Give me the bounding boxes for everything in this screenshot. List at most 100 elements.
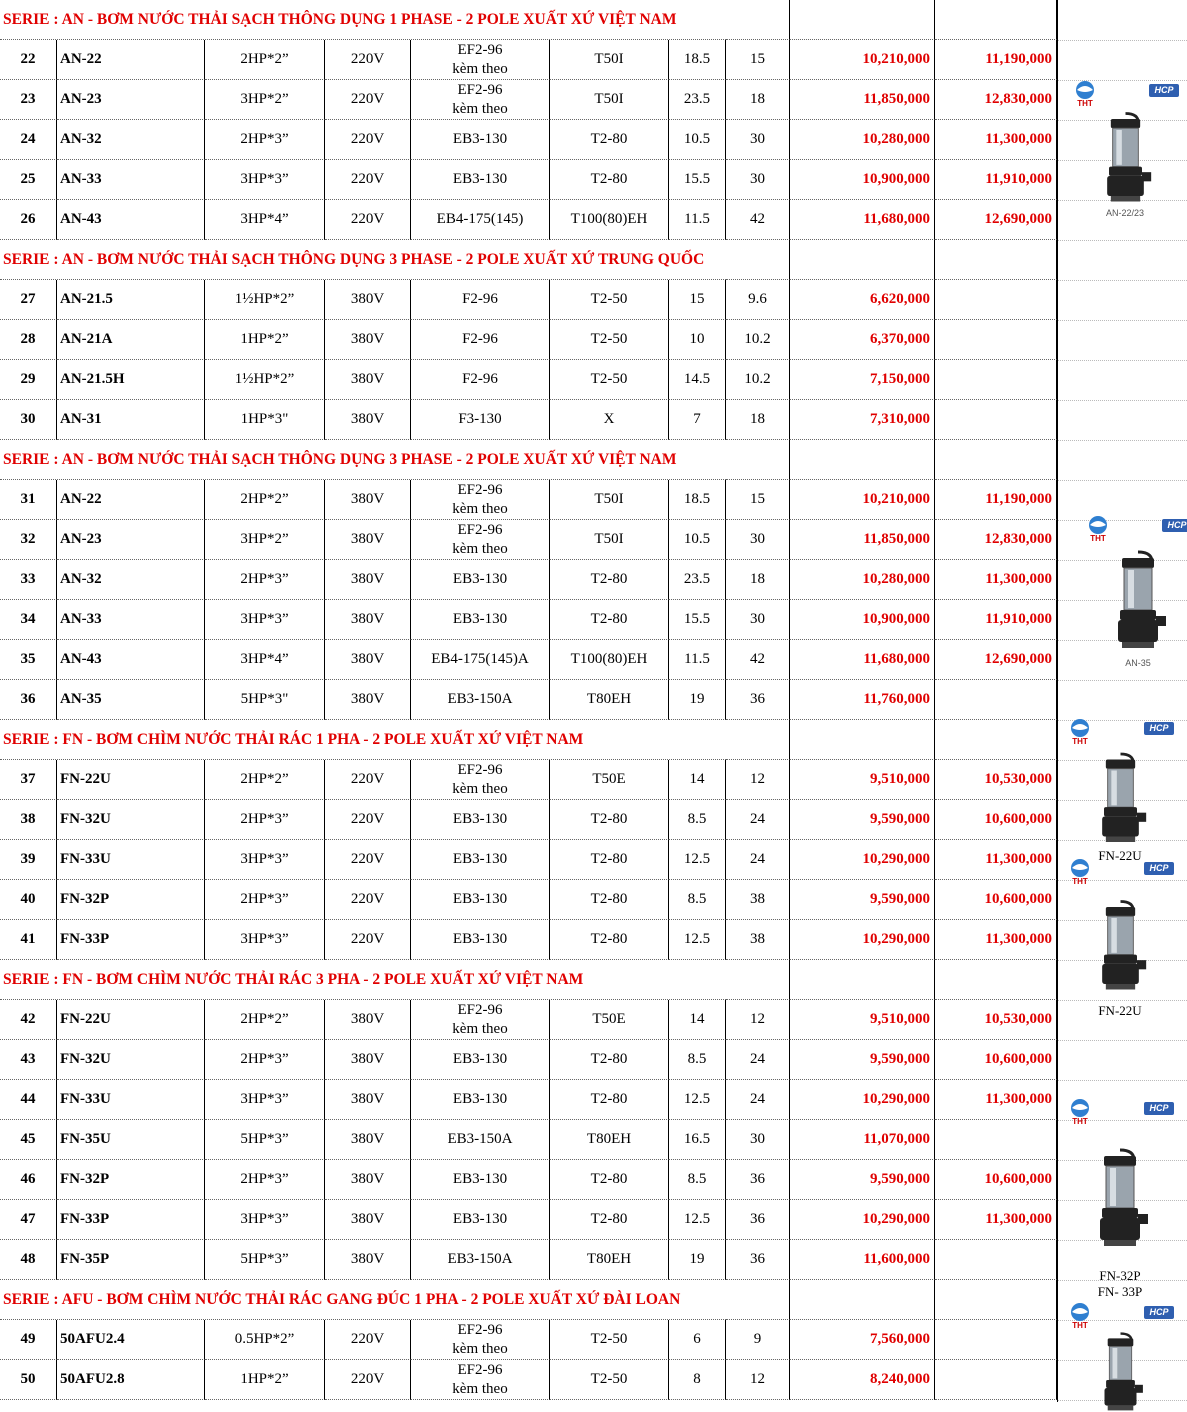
cell-model: AN-35	[57, 680, 205, 720]
cell-power: 2HP*2”	[205, 480, 325, 520]
cell-fitting: T2-80	[550, 880, 669, 920]
tht-logo-text: THT	[1072, 737, 1088, 746]
cell-head: 15.5	[669, 160, 726, 200]
cell-volt: 380V	[325, 400, 411, 440]
cell-no: 38	[0, 800, 57, 840]
cell-price1: 11,070,000	[790, 1120, 935, 1160]
cell-model: AN-23	[57, 520, 205, 560]
cell-head: 8.5	[669, 800, 726, 840]
image-column-gridline	[1057, 360, 1187, 361]
impeller-line: EB3-150A	[447, 1251, 513, 1267]
cell-fitting: T2-50	[550, 1360, 669, 1400]
cell-flow: 24	[726, 800, 790, 840]
section-header-cell	[726, 720, 790, 760]
tht-logo-icon: THT	[1066, 1302, 1094, 1332]
cell-model: FN-35P	[57, 1240, 205, 1280]
cell-power: 3HP*3”	[205, 1200, 325, 1240]
section-header-cell	[790, 1280, 935, 1320]
impeller-line: EF2-96	[457, 762, 503, 778]
cell-model: FN-35U	[57, 1120, 205, 1160]
section-header: SERIE : AFU - BƠM CHÌM NƯỚC THẢI RÁC GAN…	[0, 1280, 1057, 1320]
cell-power: 0.5HP*2”	[205, 1320, 325, 1360]
cell-head: 6	[669, 1320, 726, 1360]
cell-price1: 11,600,000	[790, 1240, 935, 1280]
cell-flow: 36	[726, 1240, 790, 1280]
cell-volt: 220V	[325, 760, 411, 800]
cell-flow: 18	[726, 560, 790, 600]
section-header-cell	[726, 1280, 790, 1320]
cell-price2	[935, 680, 1057, 720]
impeller-line: EB3-150A	[447, 1131, 513, 1147]
tht-logo-text: THT	[1072, 1321, 1088, 1330]
cell-impeller: EB3-130	[411, 1040, 550, 1080]
cell-volt: 220V	[325, 200, 411, 240]
cell-head: 18.5	[669, 480, 726, 520]
cell-no: 22	[0, 40, 57, 80]
cell-volt: 380V	[325, 280, 411, 320]
cell-head: 11.5	[669, 640, 726, 680]
impeller-line: F2-96	[462, 371, 498, 387]
cell-head: 10	[669, 320, 726, 360]
impeller-line: EB3-130	[452, 611, 508, 627]
cell-no: 32	[0, 520, 57, 560]
cell-power: 2HP*2”	[205, 40, 325, 80]
image-column-gridline	[1057, 240, 1187, 241]
tht-logo-icon: THT	[1066, 858, 1094, 888]
cell-flow: 36	[726, 1160, 790, 1200]
cell-power: 1½HP*2”	[205, 280, 325, 320]
cell-price2: 10,600,000	[935, 1160, 1057, 1200]
cell-price2: 10,600,000	[935, 1040, 1057, 1080]
cell-impeller: F2-96	[411, 360, 550, 400]
cell-impeller: EB3-130	[411, 920, 550, 960]
cell-head: 14	[669, 760, 726, 800]
cell-price1: 10,290,000	[790, 840, 935, 880]
cell-fitting: T80EH	[550, 1120, 669, 1160]
cell-price1: 10,210,000	[790, 480, 935, 520]
impeller-line: F2-96	[462, 291, 498, 307]
cell-price1: 10,280,000	[790, 120, 935, 160]
cell-model: FN-33P	[57, 1200, 205, 1240]
cell-impeller: EB3-130	[411, 120, 550, 160]
cell-power: 3HP*3”	[205, 600, 325, 640]
cell-no: 28	[0, 320, 57, 360]
cell-price2: 10,600,000	[935, 880, 1057, 920]
image-column-gridline	[1057, 1320, 1187, 1321]
section-header-cell	[726, 440, 790, 480]
cell-price1: 11,850,000	[790, 520, 935, 560]
cell-no: 46	[0, 1160, 57, 1200]
impeller-line: F3-130	[458, 411, 502, 427]
image-column-gridline	[1057, 1080, 1187, 1081]
cell-flow: 30	[726, 160, 790, 200]
cell-model: AN-23	[57, 80, 205, 120]
cell-no: 49	[0, 1320, 57, 1360]
cell-head: 23.5	[669, 560, 726, 600]
impeller-line: EB3-130	[452, 1091, 508, 1107]
cell-volt: 380V	[325, 640, 411, 680]
cell-model: AN-32	[57, 120, 205, 160]
tht-logo-icon: THT	[1066, 718, 1094, 748]
section-title: SERIE : AN - BƠM NƯỚC THẢI SẠCH THÔNG DỤ…	[0, 240, 726, 280]
cell-model: AN-33	[57, 160, 205, 200]
cell-flow: 24	[726, 840, 790, 880]
cell-volt: 220V	[325, 880, 411, 920]
cell-no: 44	[0, 1080, 57, 1120]
impeller-line: EF2-96	[457, 482, 503, 498]
cell-price2	[935, 360, 1057, 400]
cell-model: AN-22	[57, 40, 205, 80]
cell-price1: 10,290,000	[790, 1200, 935, 1240]
cell-power: 3HP*3”	[205, 1080, 325, 1120]
tht-logo-icon: THT	[1071, 80, 1099, 110]
